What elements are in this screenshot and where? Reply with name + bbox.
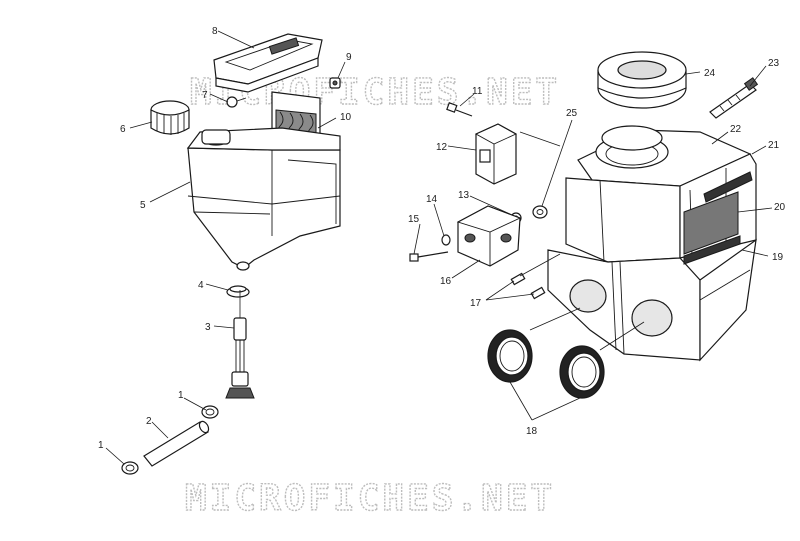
airbox-opening-left (569, 279, 607, 313)
part-1-clamp-upper[interactable] (201, 405, 219, 419)
callout-7: 7 (202, 90, 208, 101)
callout-9: 9 (346, 52, 352, 63)
callout-23: 23 (768, 58, 780, 69)
callout-12: 12 (436, 142, 448, 153)
part-20-panel[interactable] (683, 191, 739, 255)
part-17-fitting-upper[interactable] (510, 272, 526, 286)
part-24-foam-ring[interactable] (597, 51, 687, 109)
right-leader-lines (413, 65, 773, 421)
callout-11: 11 (472, 86, 483, 97)
callout-17: 17 (470, 298, 482, 309)
part-9-nut[interactable] (329, 77, 341, 89)
callout-19: 19 (772, 252, 784, 263)
part-18-seal-left[interactable] (487, 329, 533, 383)
part-7-screw[interactable] (226, 96, 247, 108)
part-21-latch-band[interactable] (703, 171, 753, 203)
callout-21: 21 (768, 140, 780, 151)
callout-1-lower: 1 (98, 440, 104, 451)
callout-25: 25 (566, 108, 578, 119)
callout-15: 15 (408, 214, 420, 225)
callout-4: 4 (198, 280, 204, 291)
watermark-bottom: MICROFICHES.NET (185, 478, 555, 519)
callout-10: 10 (340, 112, 352, 123)
callout-13: 13 (458, 190, 470, 201)
part-2-hose[interactable] (143, 420, 210, 467)
callout-8: 8 (212, 26, 218, 37)
airbox-opening-right (631, 299, 673, 337)
callout-16: 16 (440, 276, 452, 287)
part-16-ignition-coil[interactable] (456, 205, 522, 267)
part-4-grommet[interactable] (226, 285, 250, 298)
part-19-side-band[interactable] (683, 235, 741, 265)
part-12-cdi-module[interactable] (475, 123, 517, 185)
left-leader-lines (105, 30, 346, 465)
part-3-fitting[interactable] (225, 317, 255, 399)
part-14-washer[interactable] (441, 234, 451, 246)
part-18-seal-right[interactable] (559, 345, 605, 399)
part-5-oil-tank[interactable] (186, 127, 341, 271)
callout-labels: 8 9 7 6 10 5 4 3 1 2 1 24 23 22 21 20 19… (98, 26, 786, 451)
part-6-filler-cap[interactable] (150, 100, 190, 135)
callout-14: 14 (426, 194, 438, 205)
part-23-strap[interactable] (709, 77, 759, 119)
callout-3: 3 (205, 322, 211, 333)
part-8-tank-cover[interactable] (213, 33, 323, 93)
callout-6: 6 (120, 124, 126, 135)
callout-1-upper: 1 (178, 390, 184, 401)
callout-2: 2 (146, 416, 152, 427)
callout-20: 20 (774, 202, 786, 213)
part-15-bolt[interactable] (409, 251, 449, 262)
callout-18: 18 (526, 426, 538, 437)
part-17-fitting-lower[interactable] (530, 286, 546, 300)
callout-5: 5 (140, 200, 146, 211)
part-11-bolt[interactable] (446, 102, 473, 117)
callout-22: 22 (730, 124, 742, 135)
part-1-clamp-lower[interactable] (121, 461, 139, 475)
part-25-grommet[interactable] (532, 205, 548, 219)
callout-24: 24 (704, 68, 716, 79)
